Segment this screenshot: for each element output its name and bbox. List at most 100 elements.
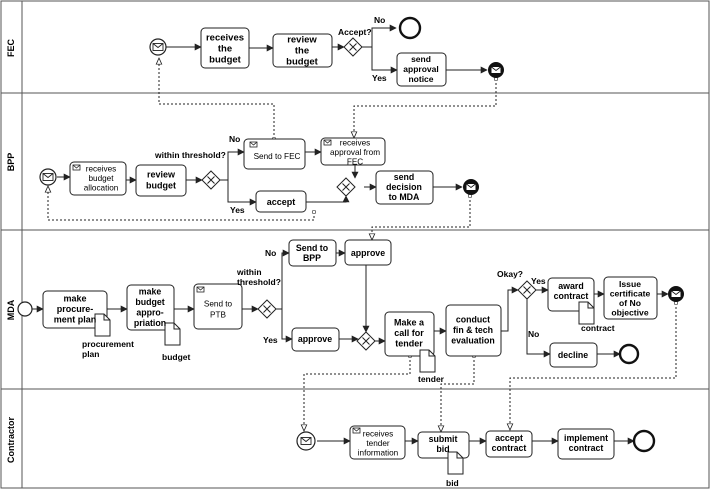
- end-event-icon: [632, 429, 656, 453]
- task-label: approval from: [330, 148, 380, 157]
- task-label: of No: [619, 298, 641, 308]
- message-flows: [48, 58, 676, 432]
- task-label: FEC: [347, 157, 363, 166]
- exclusive-gateway-icon: [356, 331, 376, 351]
- task-con-implement-contract[interactable]: [557, 428, 615, 460]
- events: [17, 16, 684, 453]
- document-icon: [578, 301, 595, 325]
- task-bpp-send-to-fec[interactable]: [243, 138, 306, 170]
- task-label: bid: [436, 444, 449, 454]
- task-label: call for: [394, 328, 424, 338]
- task-label: award: [558, 281, 583, 291]
- task-fec-receives-budget[interactable]: [200, 27, 250, 69]
- task-mda-send-to-ptb[interactable]: [193, 283, 243, 330]
- task-label: review: [287, 34, 317, 45]
- task-label: Issue: [619, 279, 641, 289]
- task-label: Send to FEC: [254, 152, 301, 161]
- gateway-label: within: [236, 267, 262, 277]
- task-mda-send-to-bpp[interactable]: [288, 239, 337, 267]
- task-label: the: [295, 45, 309, 56]
- task-label: budget: [286, 56, 318, 67]
- task-bpp-receives-allocation[interactable]: [69, 161, 127, 196]
- task-fec-review-budget[interactable]: [272, 33, 333, 68]
- task-label: make: [139, 286, 162, 296]
- task-label: accept: [495, 433, 523, 443]
- task-label: information: [358, 448, 399, 457]
- flow-label: Yes: [263, 335, 278, 345]
- message-end-event-icon: [463, 179, 479, 195]
- task-bpp-receives-approval[interactable]: [320, 137, 386, 166]
- task-label: budget: [135, 297, 164, 307]
- task-mda-decline[interactable]: [549, 342, 598, 368]
- task-mda-procurement-plan[interactable]: [42, 290, 108, 329]
- task-bpp-accept[interactable]: [255, 190, 307, 213]
- lane-label-mda: MDA: [6, 299, 16, 320]
- document-label: tender: [418, 374, 445, 384]
- task-label: accept: [267, 197, 296, 207]
- sequence-flows: [32, 24, 669, 445]
- flow-label: Yes: [531, 276, 546, 286]
- tasks: [42, 27, 658, 460]
- task-mda-approve-bottom[interactable]: [291, 327, 340, 352]
- task-label: evaluation: [451, 336, 495, 346]
- task-label: send: [411, 54, 431, 64]
- start-event-icon: [17, 301, 33, 317]
- message-start-event-icon: [296, 431, 316, 451]
- task-label: allocation: [84, 183, 119, 192]
- receive-message-marker-icon: [72, 164, 81, 171]
- task-label: approve: [351, 248, 385, 258]
- document-icon: [419, 349, 436, 373]
- document-icon: [94, 313, 111, 337]
- task-con-receives-tender[interactable]: [349, 425, 406, 460]
- task-label: procure-: [57, 304, 94, 314]
- task-label: budget: [146, 181, 176, 191]
- task-label: priation: [134, 318, 166, 328]
- task-label: approval: [403, 64, 438, 74]
- lane-label-fec: FEC: [6, 38, 16, 57]
- task-bpp-review-budget[interactable]: [135, 164, 187, 197]
- task-con-accept-contract[interactable]: [485, 430, 533, 458]
- task-label: appro-: [136, 307, 163, 317]
- document-icon: [447, 451, 464, 475]
- task-mda-evaluation[interactable]: [445, 304, 502, 357]
- exclusive-gateway-icon: [257, 299, 277, 319]
- task-label: Send to: [204, 299, 233, 308]
- task-label: notice: [408, 74, 433, 84]
- gateway-label: within threshold?: [154, 150, 226, 160]
- document-icon: [164, 322, 181, 346]
- task-mda-certificate[interactable]: [603, 276, 658, 320]
- task-label: contract: [492, 443, 527, 453]
- message-start-event-icon: [39, 168, 57, 186]
- flow-label: No: [528, 329, 539, 339]
- task-label: budget: [88, 174, 114, 183]
- document-label: budget: [162, 352, 190, 362]
- task-label: Make a: [394, 318, 425, 328]
- task-bpp-send-decision[interactable]: [375, 170, 434, 205]
- end-event-icon: [398, 16, 422, 40]
- task-label: receives: [206, 32, 244, 43]
- task-label: receives: [363, 429, 394, 438]
- end-event-icon: [618, 343, 640, 365]
- task-label: objective: [611, 307, 648, 317]
- task-label: to MDA: [389, 192, 420, 202]
- data-objects: [94, 301, 595, 475]
- task-fec-send-approval[interactable]: [396, 52, 447, 87]
- document-label: bid: [446, 478, 459, 488]
- task-markers: [72, 139, 361, 434]
- task-mda-call-for-tender[interactable]: [384, 311, 435, 357]
- task-label: budget: [209, 54, 241, 65]
- task-label: submit: [429, 434, 458, 444]
- task-label: send: [394, 172, 415, 182]
- task-label: BPP: [303, 253, 321, 263]
- task-label: contract: [554, 291, 589, 301]
- task-label: implement: [564, 433, 608, 443]
- task-label: receives: [340, 138, 371, 147]
- exclusive-gateway-icon: [336, 177, 356, 197]
- task-mda-budget-appropriation[interactable]: [126, 284, 175, 331]
- message-end-event-icon: [488, 62, 504, 78]
- task-mda-approve-top[interactable]: [344, 239, 392, 266]
- flow-label: No: [374, 15, 385, 25]
- gateways: [201, 37, 537, 351]
- lane-label-contractor: Contractor: [6, 417, 16, 463]
- exclusive-gateway-icon: [517, 280, 537, 300]
